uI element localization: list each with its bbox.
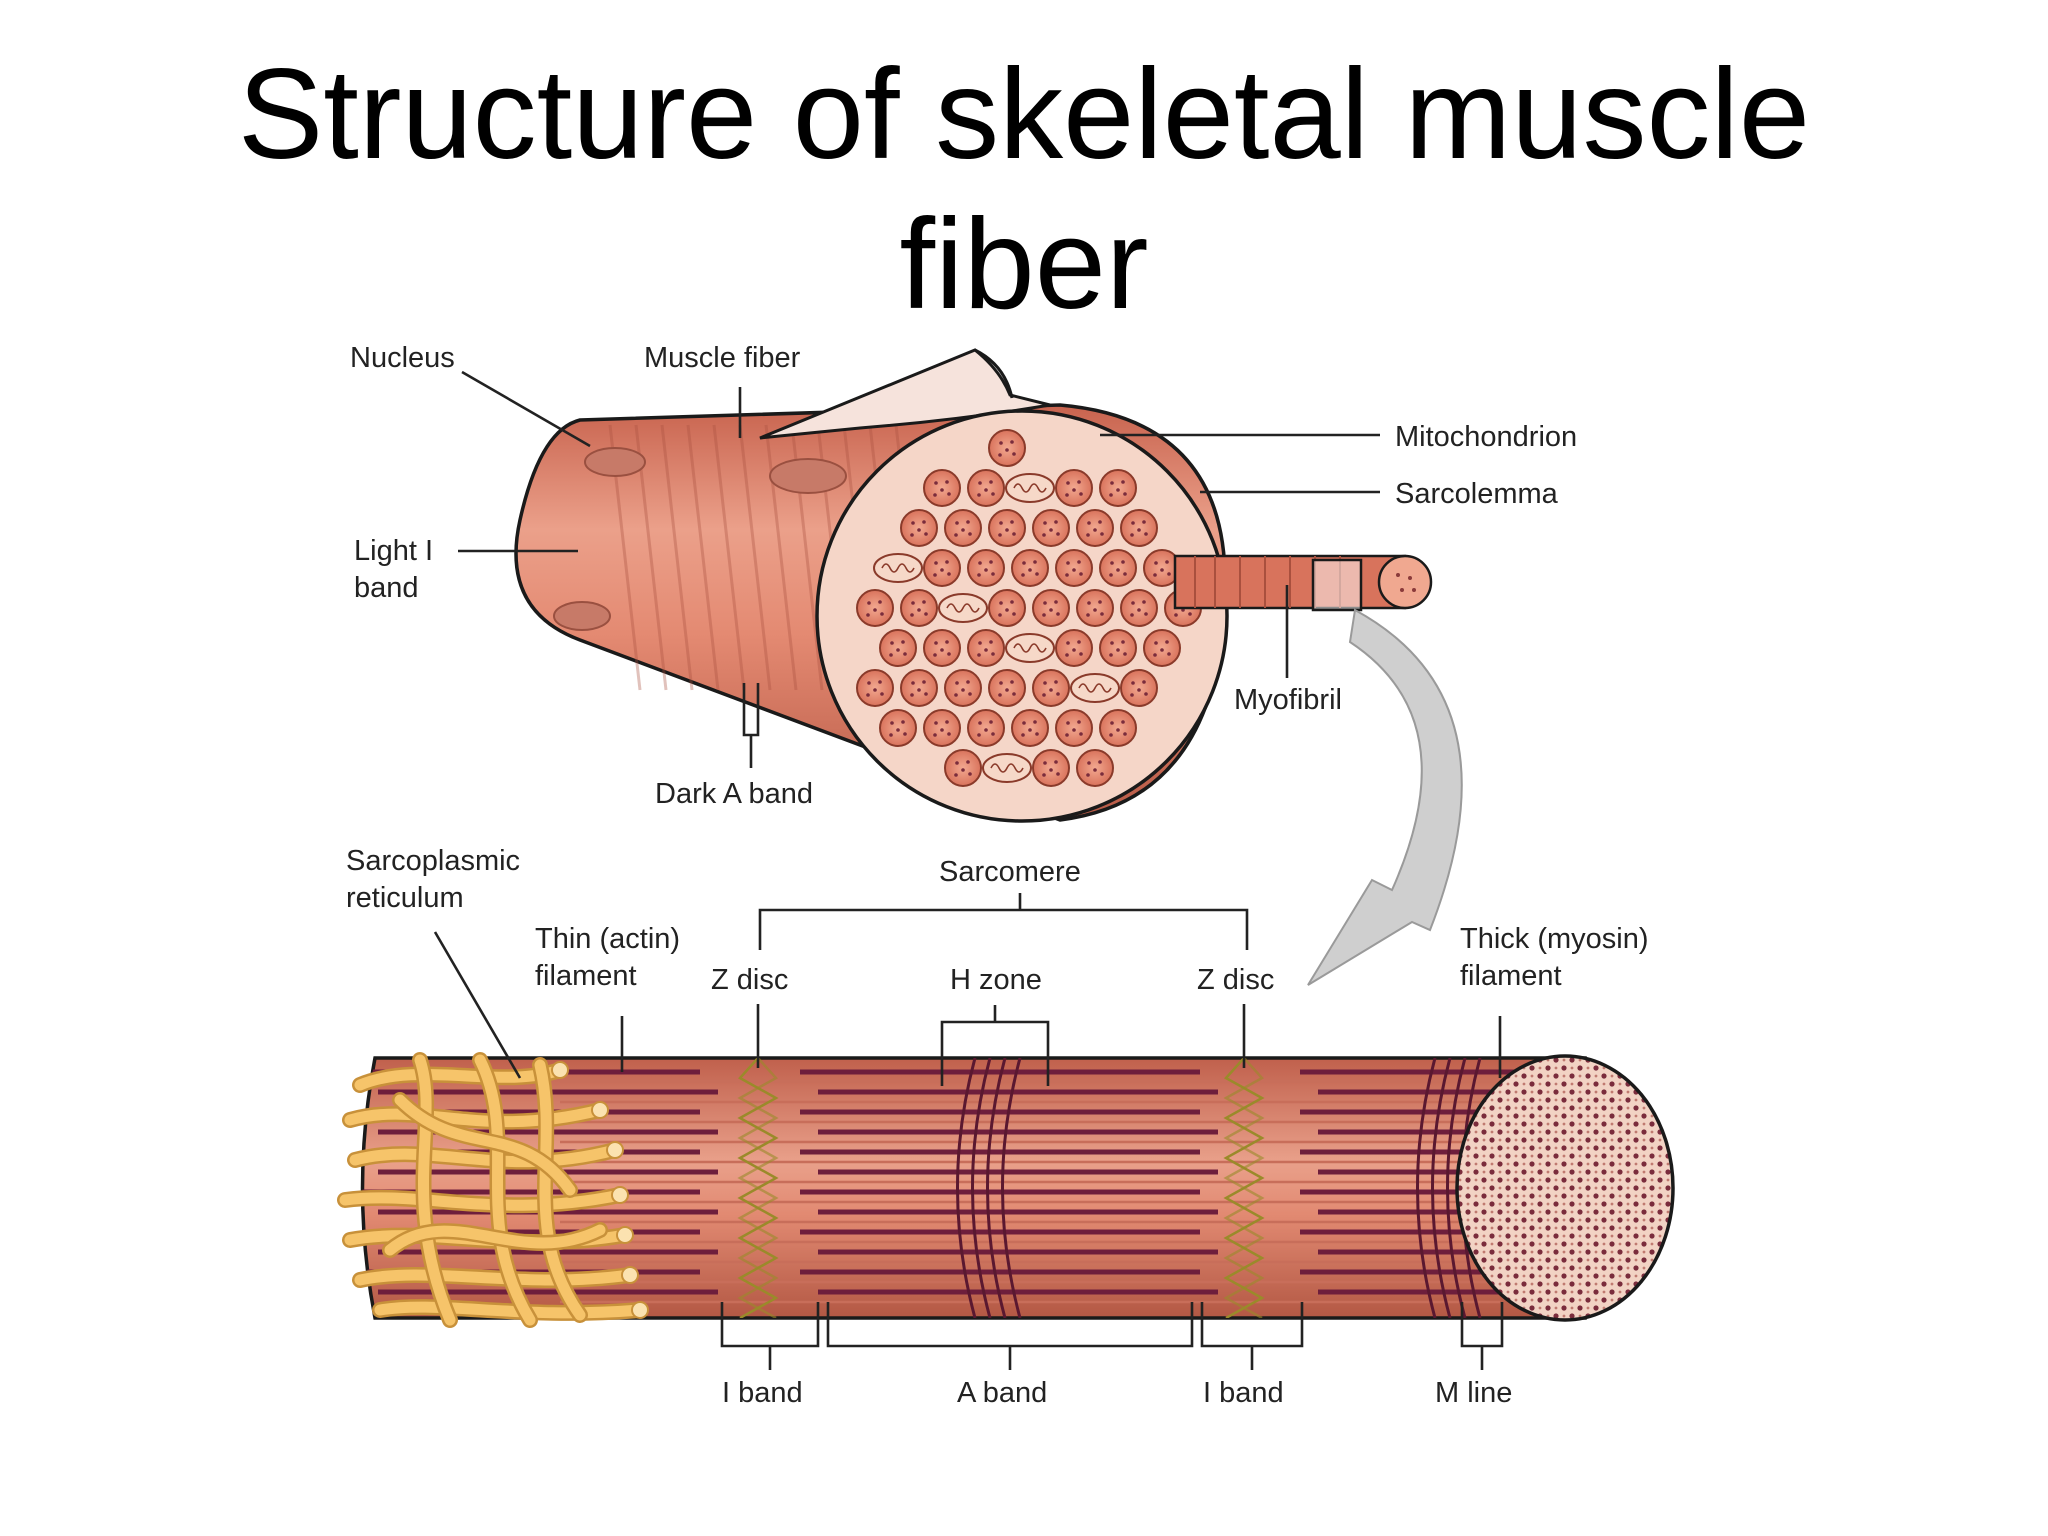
label-z-disc-left: Z disc <box>711 964 788 996</box>
myofibril-circle <box>1032 509 1070 547</box>
myofibril-circle <box>967 709 1005 747</box>
label-z-disc-right: Z disc <box>1197 964 1274 996</box>
label-thick-filament-line2: filament <box>1460 960 1562 992</box>
myofibril-circle <box>900 669 938 707</box>
myofibril-circle <box>967 549 1005 587</box>
label-myofibril: Myofibril <box>1234 684 1342 716</box>
label-a-band: A band <box>957 1377 1047 1409</box>
myofibril-end-face <box>1455 1054 1675 1322</box>
myofibril-circle <box>967 629 1005 667</box>
myofibril-circle <box>879 709 917 747</box>
myofibril-circle <box>1011 709 1049 747</box>
myofibril-circle <box>967 469 1005 507</box>
myofibril-circle <box>1120 509 1158 547</box>
myofibril-circle <box>988 429 1026 467</box>
myofibril-circle <box>1099 629 1137 667</box>
myofibril-circle <box>1055 549 1093 587</box>
nucleus-1 <box>584 447 646 477</box>
myofibril-circle <box>1011 549 1049 587</box>
title-line-1: Structure of skeletal muscle <box>237 43 1811 186</box>
label-muscle-fiber: Muscle fiber <box>644 342 801 374</box>
myofibril-circle <box>988 589 1026 627</box>
myofibril-circle <box>1076 509 1114 547</box>
label-thin-filament-line2: filament <box>535 960 637 992</box>
label-sarcomere: Sarcomere <box>939 856 1081 888</box>
reticulum-tubule <box>374 1301 646 1319</box>
nucleus-2 <box>769 458 847 494</box>
myofibril-circle <box>856 669 894 707</box>
myofibril-circle <box>1032 749 1070 787</box>
label-nucleus: Nucleus <box>350 342 455 374</box>
myofibril-circle <box>988 669 1026 707</box>
myofibril-circle <box>879 629 917 667</box>
myofibril-circle <box>856 589 894 627</box>
reticulum-tubule <box>394 1094 576 1196</box>
myofibril-circle <box>1099 549 1137 587</box>
myofibril-circle <box>900 589 938 627</box>
myofibril-circle <box>1120 669 1158 707</box>
myofibril-circle <box>1032 669 1070 707</box>
label-mitochondrion: Mitochondrion <box>1395 421 1577 453</box>
myofibril-circle <box>1120 589 1158 627</box>
reticulum-tubule <box>344 1104 606 1128</box>
label-i-band-right: I band <box>1203 1377 1284 1409</box>
myofibril-circle <box>923 469 961 507</box>
myofibril-circle <box>1055 709 1093 747</box>
myofibril-circle <box>1099 709 1137 747</box>
label-light-i-band-line2: band <box>354 572 419 604</box>
myofibril-circle <box>988 509 1026 547</box>
label-m-line: M line <box>1435 1377 1512 1409</box>
reticulum-tubule <box>349 1144 621 1168</box>
sarcomere-highlight-box <box>1311 558 1363 612</box>
magnification-arrow <box>1307 608 1463 986</box>
title-line-2: fiber <box>899 193 1149 336</box>
label-i-band-left: I band <box>722 1377 803 1409</box>
reticulum-tubule <box>534 1059 586 1321</box>
myofibril-circle <box>944 749 982 787</box>
nucleus-3 <box>553 601 611 631</box>
myofibril-circle <box>1076 589 1114 627</box>
myofibril <box>1173 554 1433 612</box>
label-thin-filament-line1: Thin (actin) <box>535 923 680 955</box>
sarcoplasmic-reticulum <box>337 1052 649 1328</box>
muscle-fiber-cylinder <box>514 348 1433 823</box>
label-dark-a-band: Dark A band <box>655 778 813 810</box>
myofibril-circle <box>944 509 982 547</box>
label-thick-filament-line1: Thick (myosin) <box>1460 923 1649 955</box>
myofibril-circle <box>1099 469 1137 507</box>
label-sarcolemma: Sarcolemma <box>1395 478 1559 510</box>
page-title: Structure of skeletal muscle fiber <box>0 40 2048 340</box>
label-sarcoplasmic-reticulum-line1: Sarcoplasmic <box>346 845 520 877</box>
label-light-i-band-line1: Light I <box>354 535 433 567</box>
reticulum-tubule <box>354 1269 636 1286</box>
myofibril-circle <box>923 629 961 667</box>
myofibril-circle <box>923 549 961 587</box>
myofibril-circle <box>1076 749 1114 787</box>
myofibril-circle <box>923 709 961 747</box>
reticulum-tubule <box>414 1054 456 1326</box>
reticulum-tubule <box>339 1189 626 1211</box>
reticulum-tubule <box>474 1054 536 1326</box>
myofibril-circle <box>1055 469 1093 507</box>
label-sarcoplasmic-reticulum-line2: reticulum <box>346 882 464 914</box>
sarcolemma-flap <box>759 348 1051 440</box>
myofibril-circle <box>900 509 938 547</box>
myofibril-circle <box>1032 589 1070 627</box>
leader-lines <box>433 370 1504 1370</box>
label-h-zone: H zone <box>950 964 1042 996</box>
myofibril-circle <box>1143 629 1181 667</box>
reticulum-tubule <box>384 1224 606 1256</box>
myofibril-detail <box>337 1052 1675 1328</box>
myofibril-circle <box>944 669 982 707</box>
myofibril-circle <box>1055 629 1093 667</box>
diagram-labels: Nucleus Muscle fiber Mitochondrion Sarco… <box>346 342 1649 1409</box>
